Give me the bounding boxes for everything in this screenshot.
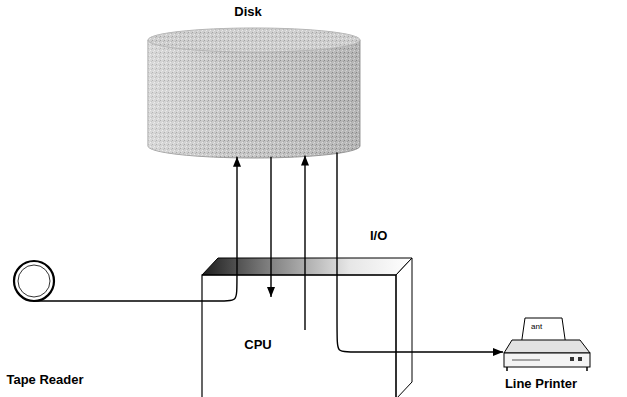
tape-reel [14,261,94,301]
cpu-front-face [202,275,396,397]
tape-strip [34,300,94,302]
reel-inner [18,265,50,297]
cpu-side-face [396,258,412,397]
printer-button [578,357,582,361]
reel-ring [14,261,54,301]
printer-slot [512,360,540,361]
disk-body [148,40,360,158]
disk-top-shade [148,28,360,52]
bus-label: I/O [370,229,387,243]
printer-button [570,357,574,361]
device-label: Tape Reader [6,373,83,388]
disk-node: Disk [146,2,362,160]
disk-top [148,28,360,52]
printer-foot [506,367,508,371]
device-label: Line Printer [505,377,577,392]
disk-shade [148,40,360,158]
printer-foot [586,367,588,371]
io-arrow [337,152,503,352]
cpu-box [202,258,412,397]
io-arrow [304,156,305,330]
printer-icon [504,318,590,371]
cpu-node: CPU [202,275,396,395]
cpu-label: CPU [244,338,271,353]
disk-cylinder [148,28,360,158]
tape-reader-node: Tape Reader [2,258,94,392]
printer-top [504,340,590,353]
io-arrow [94,157,237,301]
printer-front [504,353,590,367]
cpu-top-face [202,258,412,275]
io-arrow [270,157,271,297]
paper-text: ant [531,323,542,332]
printer-node: Line Printer [498,315,592,395]
disk-label: Disk [234,5,261,20]
